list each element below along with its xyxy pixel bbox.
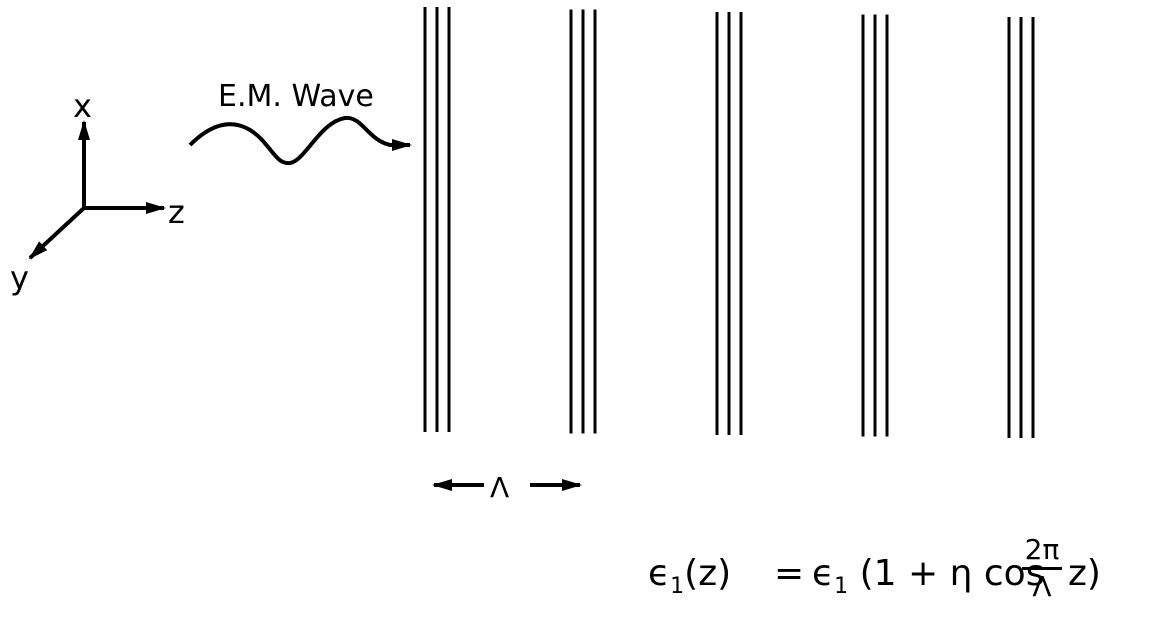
equation-lhs: ϵ1(z)	[648, 553, 732, 599]
z-axis-label: z	[168, 193, 185, 231]
layer-group	[569, 9, 597, 434]
y-axis-arrow	[28, 206, 86, 260]
equation-rhs-body: ϵ1 (1 + η cos	[812, 553, 1045, 599]
fraction-numerator: 2π	[1022, 536, 1062, 570]
fraction-denominator: Λ	[1032, 570, 1052, 603]
grating-layers	[423, 7, 1035, 438]
y-axis-label: y	[10, 259, 29, 297]
layer-group	[423, 7, 451, 432]
coordinate-axes	[28, 120, 166, 260]
period-label: Λ	[490, 471, 510, 504]
x-axis-label: x	[73, 87, 92, 125]
layer-group	[861, 14, 889, 437]
equation-equals: =	[774, 553, 805, 594]
layer-group	[715, 12, 743, 435]
em-wave-label: E.M. Wave	[218, 79, 374, 114]
equation-fraction: 2π Λ	[1022, 536, 1062, 601]
layer-group	[1007, 17, 1035, 438]
equation-tail: z)	[1068, 553, 1101, 594]
em-wave-arrow	[188, 115, 412, 166]
